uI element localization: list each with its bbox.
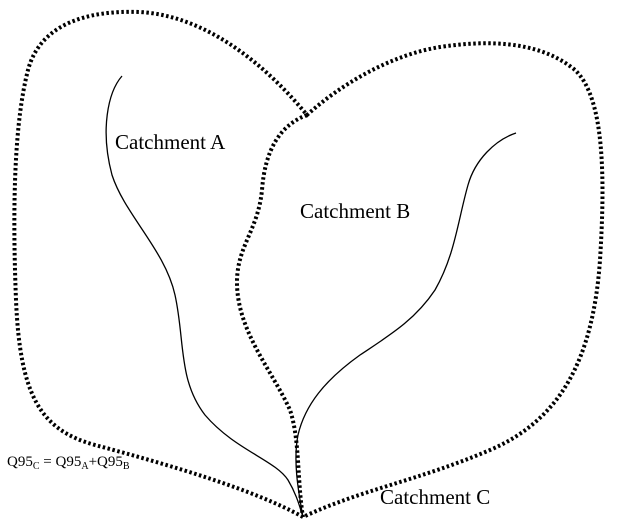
river-b (295, 132, 517, 518)
catchment-b-label: Catchment B (300, 199, 411, 223)
formula-equals: = (39, 454, 56, 470)
formula-lhs-subscript: C (32, 461, 40, 472)
formula-lhs: Q95 (7, 454, 33, 470)
q95-formula: Q95C = Q95A+Q95B (7, 454, 130, 472)
catchment-c-boundary (12, 9, 605, 520)
formula-term-b-subscript: B (122, 461, 130, 472)
catchment-a-b-divide (234, 113, 308, 518)
catchment-c-label: Catchment C (380, 485, 491, 509)
formula-term-a: Q95 (55, 454, 82, 470)
river-a (105, 75, 304, 518)
catchment-a-label: Catchment A (115, 130, 226, 154)
formula-term-a-subscript: A (81, 461, 89, 472)
formula-plus: + (88, 454, 98, 470)
formula-term-b: Q95 (97, 454, 123, 470)
